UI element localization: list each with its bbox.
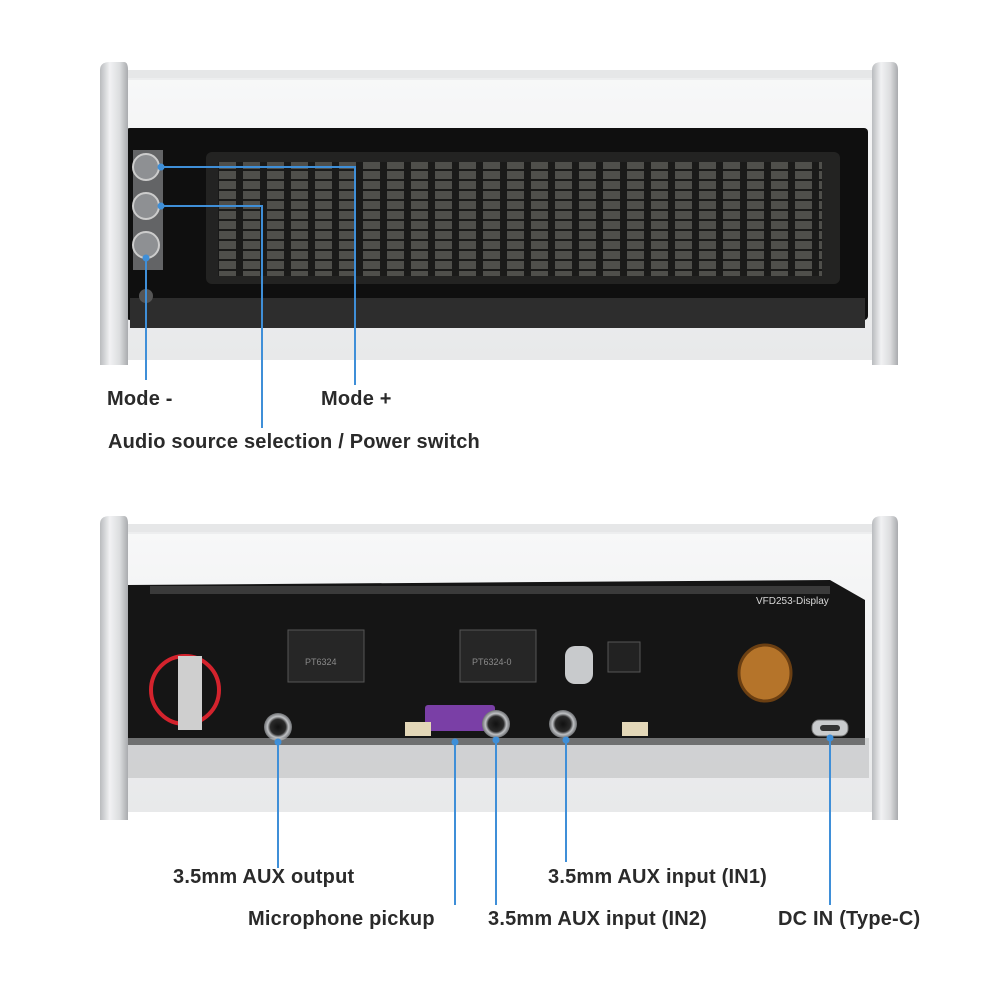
driver-chip-right xyxy=(459,629,537,683)
capacitor xyxy=(737,643,793,703)
aux-in1-jack[interactable] xyxy=(549,710,577,738)
left-end-cap xyxy=(100,62,128,365)
vfd-segments xyxy=(218,162,822,276)
label-aux-in1: 3.5mm AUX input (IN1) xyxy=(548,866,768,888)
pin-header xyxy=(150,586,830,594)
bottom-device xyxy=(100,516,898,820)
label-mode-minus: Mode - xyxy=(107,388,173,410)
pcb-silkscreen-label: VFD253-Display xyxy=(756,596,829,607)
label-microphone: Microphone pickup xyxy=(248,908,435,930)
chip-right-marking: PT6324-0 xyxy=(472,657,512,667)
crystal xyxy=(565,646,593,684)
ribbon-cable xyxy=(178,656,202,730)
glass-top-edge xyxy=(110,70,890,80)
aux-output-jack[interactable] xyxy=(264,713,292,741)
right-end-cap xyxy=(872,516,898,820)
bottom-callout-dots xyxy=(274,734,834,746)
label-mode-plus: Mode + xyxy=(321,388,392,410)
top-callout-dots xyxy=(142,163,165,262)
microphone-board xyxy=(425,705,495,731)
bottom-callout-lines xyxy=(277,738,831,905)
mode-plus-button[interactable] xyxy=(132,153,160,181)
right-end-cap xyxy=(872,62,898,365)
mcu-chip xyxy=(607,641,641,673)
label-audio-source: Audio source selection / Power switch xyxy=(108,431,480,453)
display-base xyxy=(130,298,865,328)
label-aux-output: 3.5mm AUX output xyxy=(173,866,355,888)
label-dc-in: DC IN (Type-C) xyxy=(778,908,921,930)
chip-left-marking: PT6324 xyxy=(305,657,337,667)
left-end-cap xyxy=(100,516,128,820)
driver-chip-left xyxy=(287,629,365,683)
mode-minus-button-group xyxy=(132,150,163,303)
audio-source-button[interactable] xyxy=(132,192,160,220)
top-callout-lines xyxy=(145,166,356,428)
top-device xyxy=(100,62,898,365)
mode-minus-button[interactable] xyxy=(132,231,160,259)
label-aux-in2: 3.5mm AUX input (IN2) xyxy=(488,908,708,930)
glass-top-edge xyxy=(110,524,890,534)
aux-in2-jack[interactable] xyxy=(482,710,510,738)
